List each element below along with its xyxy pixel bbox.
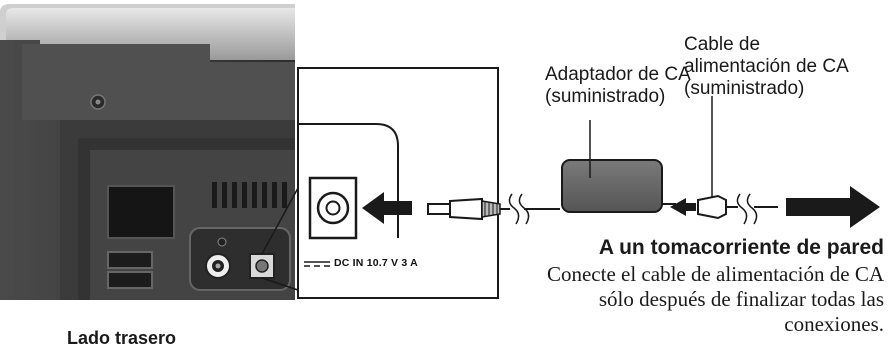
note-line: Conecte el cable de alimentación de CA (546, 262, 884, 286)
note-line: conexiones. (784, 312, 884, 337)
dc-in-detail-box (297, 67, 499, 299)
rear-side-caption: Lado trasero (67, 328, 177, 348)
power-cable-plug (697, 96, 738, 220)
zoom-callout-lines (261, 187, 299, 291)
adapter-label: Adaptador de CA (suministrado) (545, 64, 691, 108)
insert-arrow-icon (362, 192, 412, 224)
connect-arrow-icon (670, 198, 696, 216)
outlet-arrow-icon (786, 186, 880, 228)
note-line: sólo después de finalizar todas las (598, 287, 884, 312)
cable-break-right (736, 193, 758, 225)
power-cable-label-line: Cable de (684, 34, 761, 55)
printer-rear (0, 4, 295, 300)
power-cable-label-line: alimentación de CA (684, 55, 849, 77)
power-cable-label-line: (suministrado) (684, 77, 805, 99)
adapter-label-line: Adaptador de CA (545, 64, 691, 85)
power-cable-label: Cable de alimentación de CA (suministrad… (684, 34, 849, 100)
outlet-heading: A un tomacorriente de pared (598, 236, 884, 259)
ac-adapter (561, 120, 676, 213)
dc-plug (427, 197, 510, 221)
dc-in-label: DC IN 10.7 V 3 A (334, 257, 418, 269)
connection-note: Conecte el cable de alimentación de CA s… (547, 262, 884, 338)
adapter-label-line: (suministrado) (545, 85, 666, 107)
